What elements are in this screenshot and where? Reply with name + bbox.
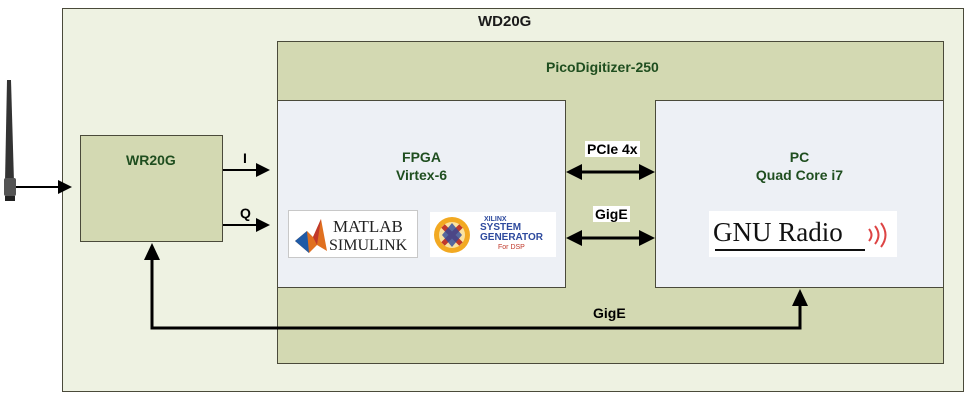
matlab-wordmark: MATLAB <box>333 217 403 236</box>
antenna-icon <box>4 80 16 201</box>
system-wordmark: SYSTEM <box>480 222 522 233</box>
pc-label: PC <box>789 149 810 165</box>
xilinx-sysgen-icon <box>434 217 470 253</box>
xilinx-wordmark: XILINX <box>484 216 507 223</box>
fpga-model-label: Virtex-6 <box>395 167 448 183</box>
simulink-wordmark: SIMULINK <box>329 237 408 254</box>
picodigitizer-title: PicoDigitizer-250 <box>546 59 659 75</box>
fpga-title: FPGA Virtex-6 <box>277 148 566 184</box>
for-dsp-wordmark: For DSP <box>498 244 525 251</box>
gnuradio-wordmark: GNU Radio <box>713 217 843 247</box>
xilinx-sysgen-logo: XILINX SYSTEM GENERATOR For DSP <box>430 212 556 257</box>
pc-cpu-label: Quad Core i7 <box>755 167 844 183</box>
pcie-link-label: PCIe 4x <box>585 141 640 157</box>
matlab-simulink-logo: MATLAB SIMULINK <box>288 210 418 258</box>
pc-title: PC Quad Core i7 <box>655 148 944 184</box>
wr20g-block <box>80 135 223 242</box>
q-signal-label: Q <box>240 205 251 221</box>
i-signal-label: I <box>243 150 247 166</box>
fpga-label: FPGA <box>402 149 441 165</box>
gige-return-label: GigE <box>593 305 626 321</box>
wd20g-title: WD20G <box>478 13 532 30</box>
gige-link-label: GigE <box>593 206 630 222</box>
gnuradio-logo: GNU Radio <box>709 211 897 257</box>
matlab-membrane-icon <box>295 219 327 253</box>
wr20g-title: WR20G <box>126 152 176 168</box>
generator-wordmark: GENERATOR <box>480 232 543 243</box>
gnuradio-underline <box>715 249 865 251</box>
radio-waves-icon <box>868 222 887 248</box>
